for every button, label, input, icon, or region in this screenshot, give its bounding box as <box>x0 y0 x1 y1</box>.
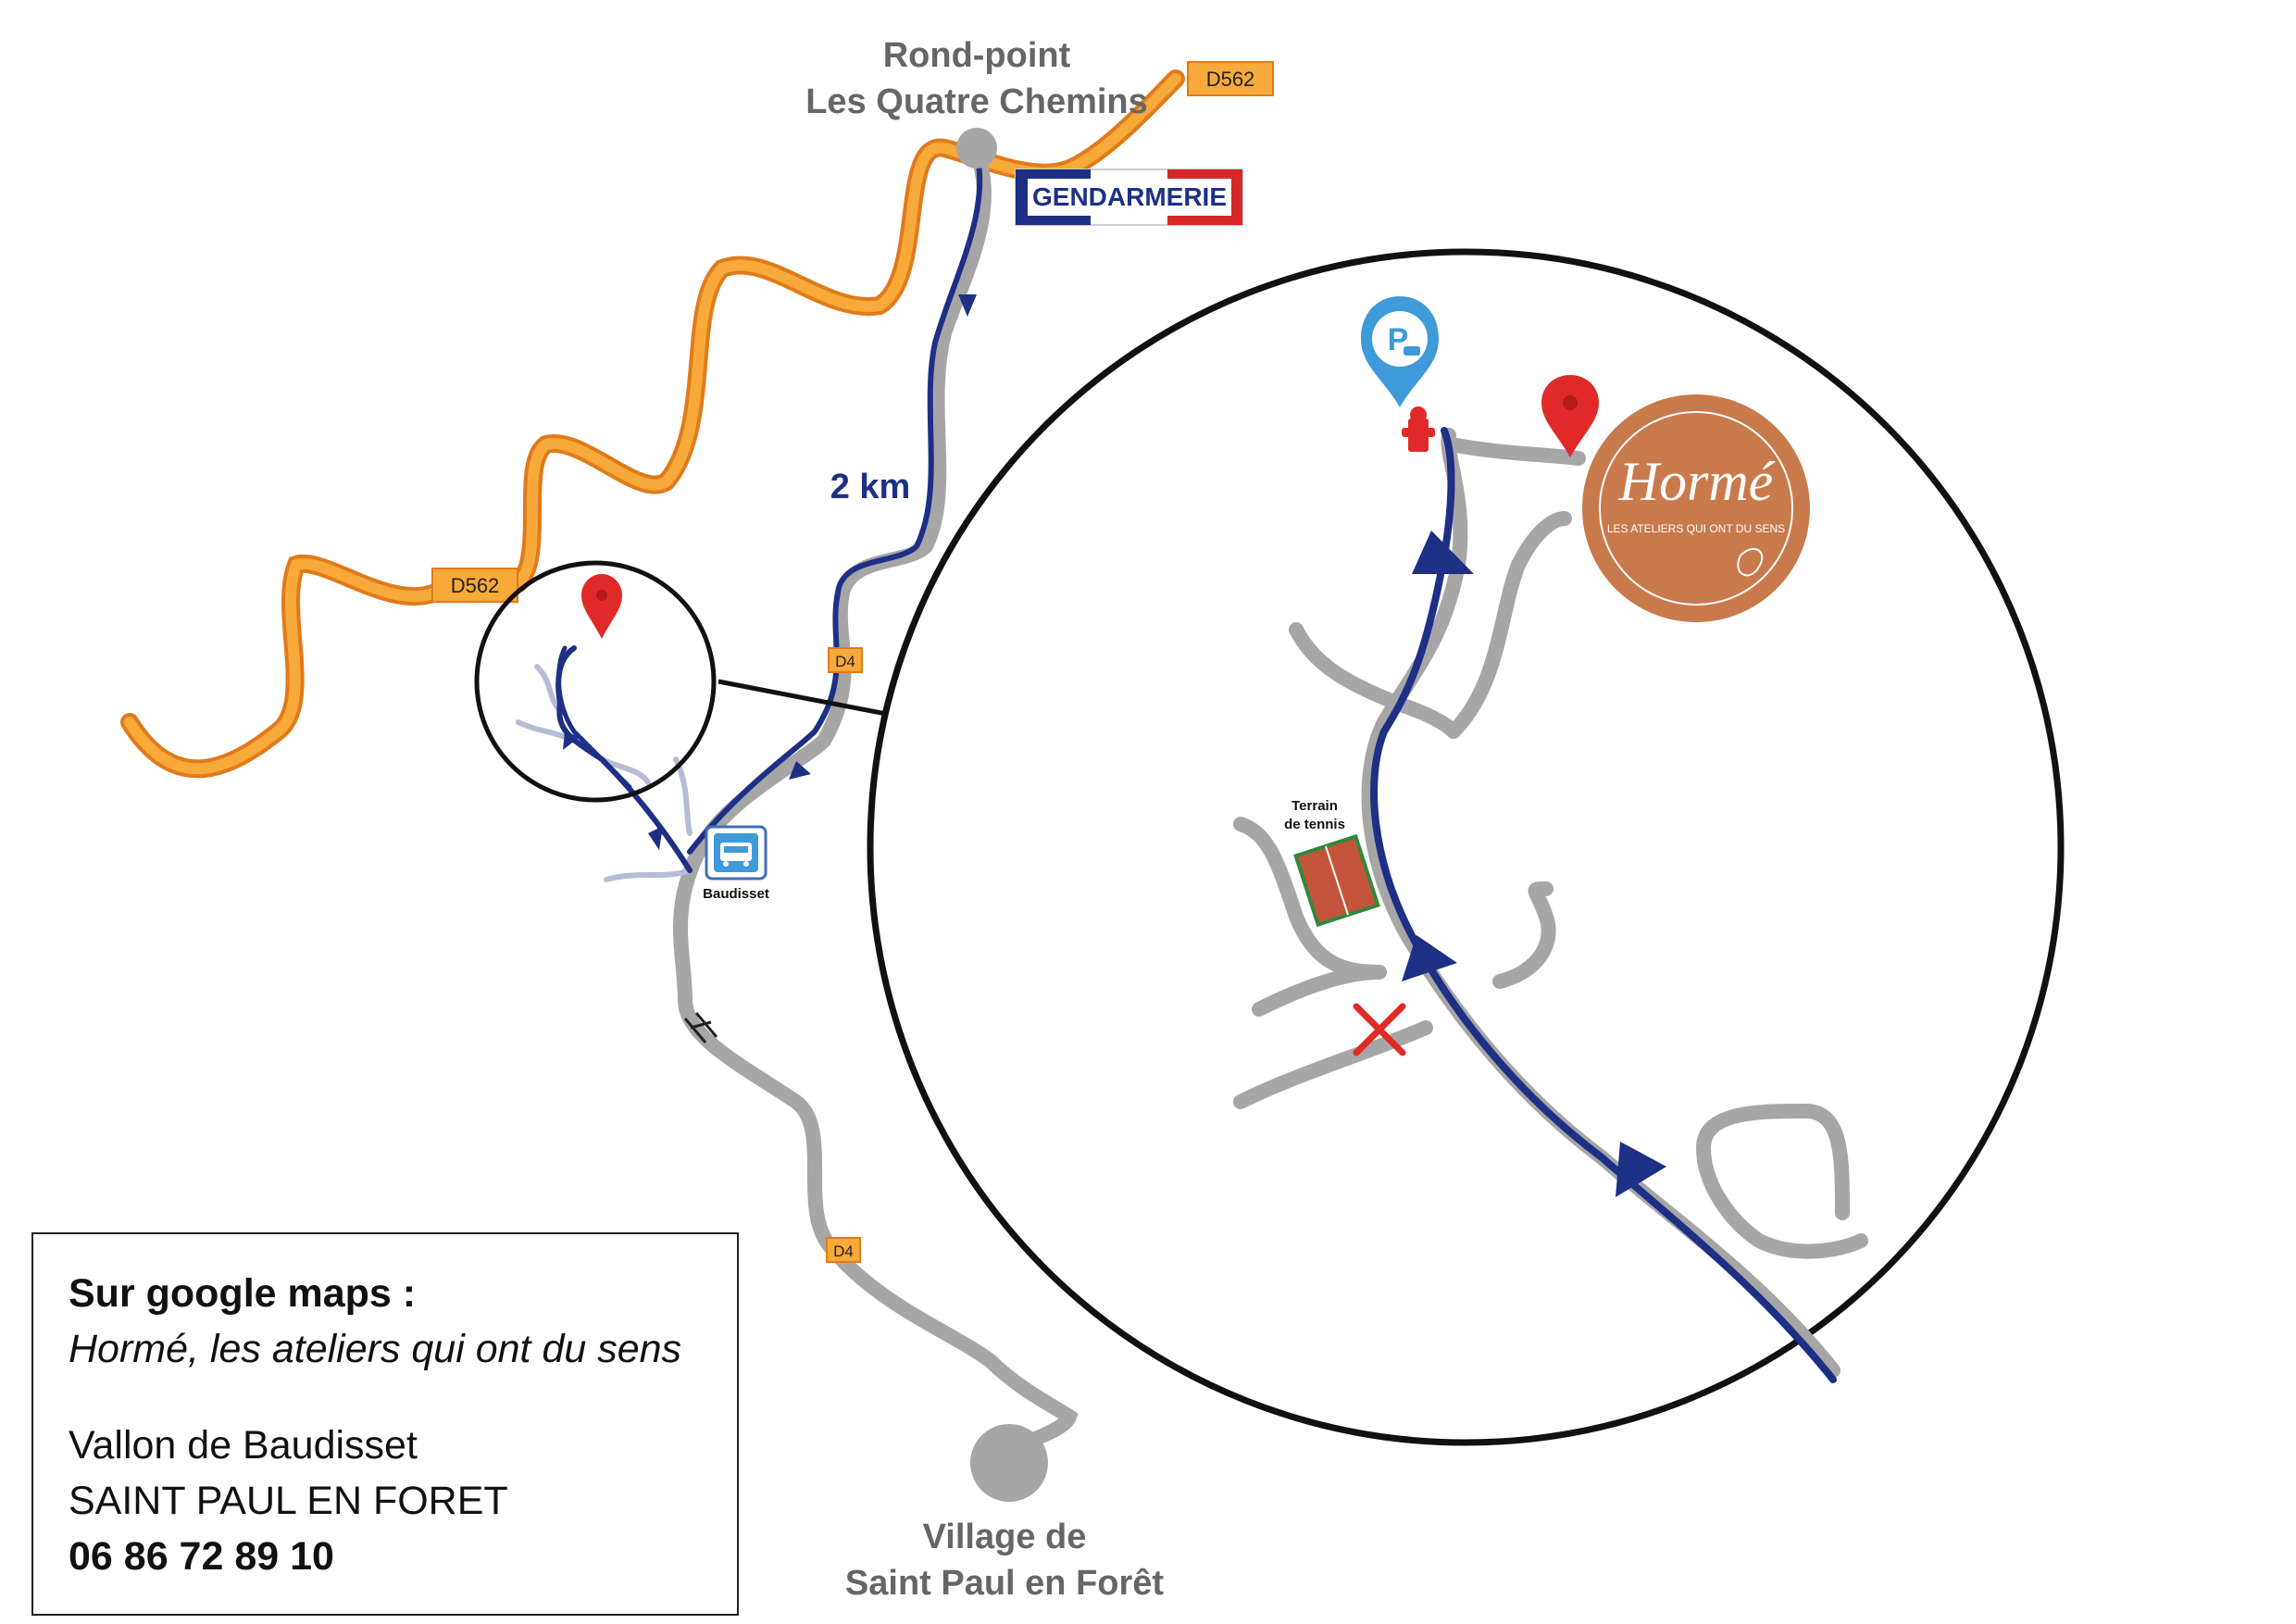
info-address-line1: Vallon de Baudisset <box>69 1423 418 1468</box>
village-label-line2: Saint Paul en Forêt <box>845 1564 1165 1603</box>
zoom-route-preview <box>555 645 632 790</box>
info-phone[interactable]: 06 86 72 89 10 <box>69 1534 334 1579</box>
distance-label: 2 km <box>830 468 911 506</box>
info-address-line2: SAINT PAUL EN FORET <box>69 1479 508 1523</box>
d4-road <box>673 145 1079 1461</box>
road-sign-d4-lower: D4 <box>826 1237 861 1263</box>
info-box: Sur google maps : Hormé, les ateliers qu… <box>31 1232 739 1616</box>
tennis-court <box>1293 833 1380 928</box>
info-heading: Sur google maps : <box>69 1271 417 1316</box>
tennis-label-line2: de tennis <box>1284 817 1345 832</box>
cross-icon <box>1353 1003 1406 1056</box>
gendarmerie-label: GENDARMERIE <box>1032 182 1227 211</box>
destination-pin-icon <box>1541 375 1599 457</box>
gendarmerie-sign: GENDARMERIE <box>1015 169 1243 226</box>
horme-logo: Hormé LES ATELIERS QUI ONT DU SENS <box>1582 394 1810 622</box>
village-label-line1: Village de <box>923 1518 1087 1556</box>
road-sign-d4-upper-text: D4 <box>835 653 855 670</box>
parking-car-pin-icon: P <box>1361 296 1439 407</box>
road-sign-d562-left: D562 <box>431 568 518 603</box>
roundabout-label-line2: Les Quatre Chemins <box>805 82 1148 121</box>
zoom-source-circle <box>474 560 717 803</box>
zoom-detail-circle <box>867 248 2065 1446</box>
bus-stop-icon <box>720 843 752 867</box>
route-main <box>687 150 983 855</box>
small-roads <box>516 664 693 882</box>
map-pin-icon <box>581 574 622 639</box>
road-sign-d4-upper: D4 <box>828 647 863 673</box>
tennis-label-line1: Terrain <box>1292 798 1338 814</box>
bus-stop: Baudisset <box>703 825 769 902</box>
bus-stop-label: Baudisset <box>703 886 769 902</box>
roundabout-label-line1: Rond-point <box>883 36 1071 75</box>
road-sign-d562-left-text: D562 <box>451 574 500 597</box>
zoom-route-arrows <box>1402 531 1666 1197</box>
info-place-name: Hormé, les ateliers qui ont du sens <box>69 1327 682 1371</box>
leaf-icon <box>1737 547 1764 577</box>
d562-road <box>120 69 1185 779</box>
route-to-atelier <box>555 645 693 873</box>
horme-logo-name: Hormé <box>1618 451 1776 512</box>
road-sign-d4-lower-text: D4 <box>833 1243 854 1260</box>
fire-hydrant-icon <box>1402 406 1435 452</box>
horme-logo-tagline: LES ATELIERS QUI ONT DU SENS <box>1607 522 1785 535</box>
village-marker <box>970 1424 1048 1502</box>
bridge-icon <box>683 1012 718 1043</box>
roundabout-marker <box>956 128 997 169</box>
svg-text:P: P <box>1388 322 1409 357</box>
road-sign-d562-top-text: D562 <box>1206 68 1255 91</box>
route-arrows <box>563 294 977 850</box>
road-sign-d562-top: D562 <box>1187 61 1274 96</box>
